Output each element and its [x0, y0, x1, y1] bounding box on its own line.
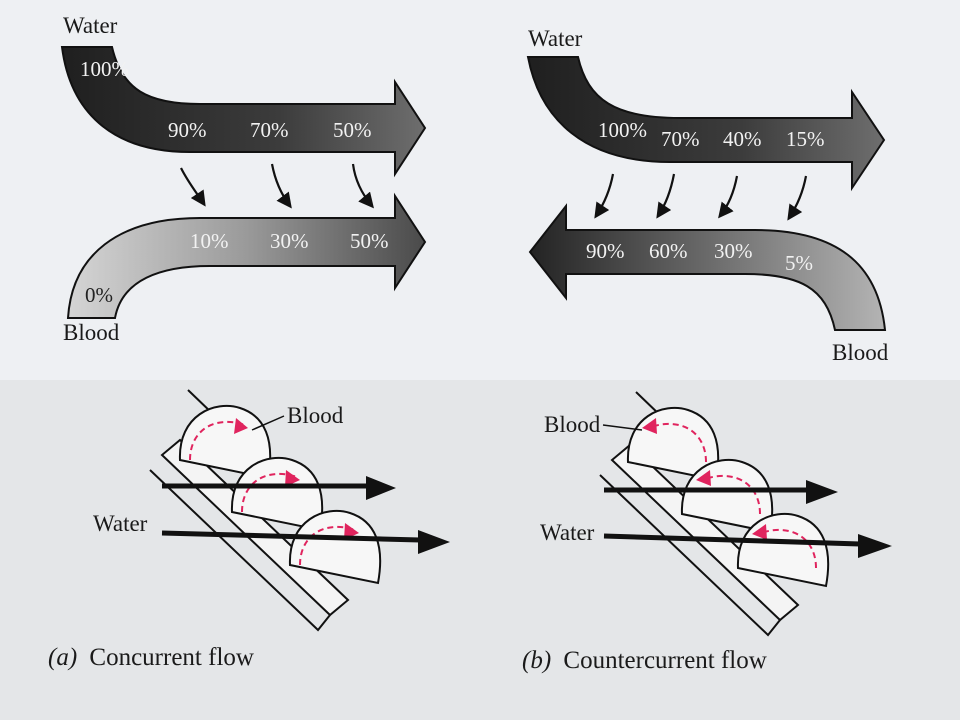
concurrent-water-label: Water: [63, 13, 118, 38]
concurrent-water-value-2: 90%: [168, 118, 207, 142]
countercurrent-water-value-3: 40%: [723, 127, 762, 151]
concurrent-water-arrow: [60, 46, 427, 178]
countercurrent-diffusion-arrow-4: [787, 175, 808, 221]
concurrent-diffusion-arrow-1: [180, 167, 206, 207]
countercurrent-water-label: Water: [528, 26, 583, 51]
concurrent-blood-arrow: [66, 192, 427, 319]
concurrent-diffusion-arrow-2: [270, 163, 292, 209]
concurrent-caption-letter: (a): [48, 644, 77, 671]
countercurrent-water-value-1: 100%: [598, 118, 647, 142]
concurrent-water-value-4: 50%: [333, 118, 372, 142]
concurrent-water-value-1: 100%: [80, 57, 129, 81]
concurrent-blood-value-4: 50%: [350, 229, 389, 253]
countercurrent-caption-letter: (b): [522, 647, 551, 674]
concurrent-water-value-3: 70%: [250, 118, 289, 142]
concurrent-detail-blood-label: Blood: [287, 403, 344, 428]
countercurrent-water-value-2: 70%: [661, 127, 700, 151]
concurrent-caption: (a) Concurrent flow: [48, 644, 254, 671]
countercurrent-blood-value-4: 5%: [785, 251, 813, 275]
concurrent-blood-label: Blood: [63, 320, 120, 345]
countercurrent-blood-value-3: 30%: [714, 239, 753, 263]
countercurrent-water-arrow: [526, 56, 886, 192]
countercurrent-blood-value-2: 60%: [649, 239, 688, 263]
diagram-background: [0, 0, 960, 380]
concurrent-blood-value-2: 10%: [190, 229, 229, 253]
concurrent-blood-value-1: 0%: [85, 283, 113, 307]
countercurrent-blood-value-1: 90%: [586, 239, 625, 263]
concurrent-blood-value-3: 30%: [270, 229, 309, 253]
countercurrent-water-value-4: 15%: [786, 127, 825, 151]
countercurrent-lamellae-illustration: [599, 391, 892, 637]
countercurrent-diffusion-arrow-3: [718, 175, 739, 219]
concurrent-detail-water-label: Water: [93, 511, 148, 536]
concurrent-caption-text: Concurrent flow: [89, 644, 254, 671]
countercurrent-caption-text: Countercurrent flow: [563, 647, 766, 674]
countercurrent-detail-blood-label: Blood: [544, 412, 601, 437]
countercurrent-diffusion-arrow-1: [594, 173, 615, 219]
countercurrent-detail-water-label: Water: [540, 520, 595, 545]
countercurrent-caption: (b) Countercurrent flow: [522, 647, 767, 674]
countercurrent-blood-label: Blood: [832, 340, 889, 365]
concurrent-lamellae-illustration: [149, 389, 450, 632]
concurrent-diffusion-arrow-3: [351, 163, 374, 209]
countercurrent-diffusion-arrow-2: [656, 173, 676, 219]
countercurrent-blood-arrow: [528, 203, 887, 331]
